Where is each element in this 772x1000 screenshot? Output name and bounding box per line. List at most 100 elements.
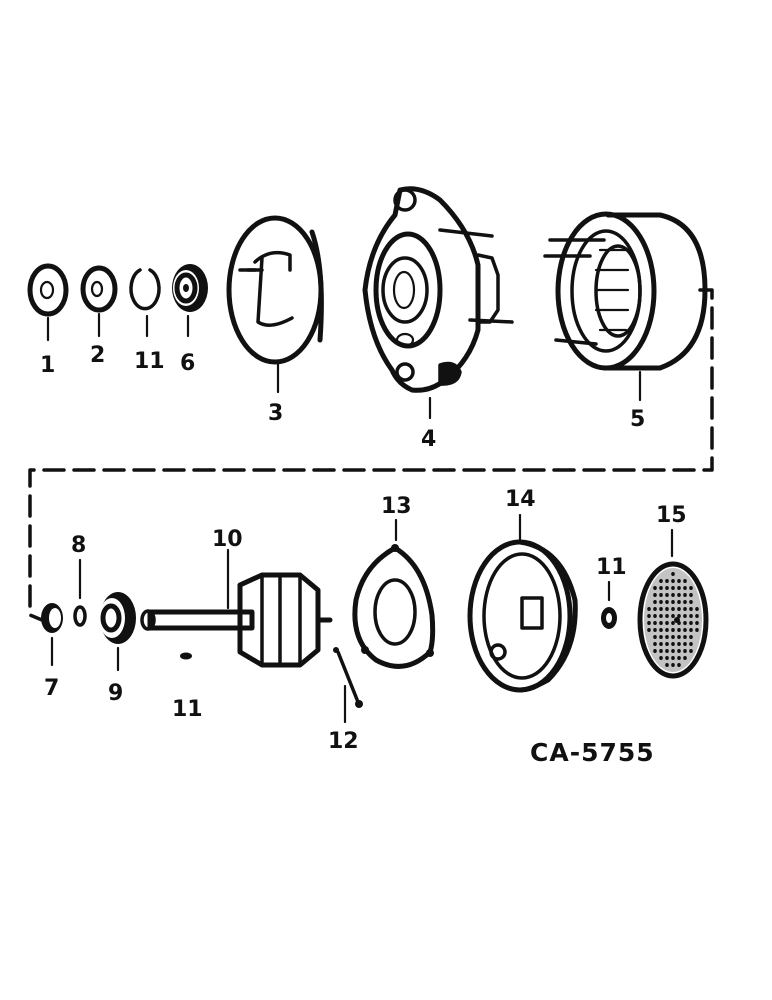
screen-hole [683,614,687,618]
screen-hole [683,642,687,646]
screen-hole [659,642,663,646]
part-11-snap-ring [129,268,161,338]
screen-hole [671,663,675,667]
screen-hole [689,628,693,632]
part-12-through-bolt [333,647,363,724]
screen-hole [671,600,675,604]
screen-hole [689,649,693,653]
screen-hole [677,614,681,618]
callout-13: 13 [381,494,412,519]
screen-hole [683,600,687,604]
callout-9: 9 [108,681,123,706]
screen-hole [671,635,675,639]
screen-hole [665,663,669,667]
screen-hole [665,614,669,618]
screen-hole [659,635,663,639]
callout-6: 6 [180,351,195,376]
callout-10: 10 [212,527,243,552]
screen-hole [683,628,687,632]
part-5-frame-field-assembly [543,211,708,402]
screen-hole [659,579,663,583]
screen-hole [677,656,681,660]
screen-hole [695,607,699,611]
screen-hole [653,600,657,604]
part-2-collar [80,265,118,338]
part-14-end-cover [467,513,578,693]
screen-hole [689,642,693,646]
callout-3: 3 [268,401,283,426]
screen-hole [677,635,681,639]
screen-hole [665,621,669,625]
screen-hole [647,607,651,611]
part-4-drive-housing [362,186,514,420]
assembly-path-dashed-line [28,288,714,622]
screen-hole [677,586,681,590]
screen-hole [677,579,681,583]
callout-2: 2 [90,343,105,368]
screen-hole [677,607,681,611]
screen-hole [653,642,657,646]
screen-hole [665,600,669,604]
screen-hole [683,607,687,611]
part-9-bearing [99,592,136,672]
screen-hole [653,649,657,653]
screen-hole [659,607,663,611]
screen-hole [695,621,699,625]
screen-hole [677,663,681,667]
part-1-washer [27,263,69,342]
callout-4: 4 [421,427,436,452]
screen-hole [671,621,675,625]
screen-hole [695,628,699,632]
screen-hole [677,593,681,597]
part-10-armature-shaft [140,548,333,668]
screen-hole [665,579,669,583]
part-7-bushing [41,603,63,667]
screen-hole [653,614,657,618]
screen-hole [671,593,675,597]
screen-hole [665,642,669,646]
screen-hole [695,614,699,618]
screen-hole [665,628,669,632]
part-8-ring [73,558,87,627]
part-3-plate [226,215,324,394]
screen-hole [683,649,687,653]
screen-hole [671,586,675,590]
screen-hole [689,614,693,618]
screen-hole [665,586,669,590]
screen-hole [665,656,669,660]
screen-hole [677,600,681,604]
screen-hole [677,628,681,632]
screen-hole [665,649,669,653]
part-11-key-lower [180,652,192,660]
screen-hole [683,621,687,625]
callout-11-snap-ring: 11 [134,349,165,374]
screen-hole [689,600,693,604]
callout-15: 15 [656,503,687,528]
screen-hole [677,649,681,653]
screen-hole [647,621,651,625]
screen-hole [671,614,675,618]
screen-hole [659,593,663,597]
screen-hole [689,621,693,625]
screen-hole [671,656,675,660]
callout-7: 7 [44,676,59,701]
screen-hole [659,621,663,625]
screen-hole [683,656,687,660]
callout-labels: 1 2 11 6 3 4 5 8 10 13 14 11 15 7 9 11 1… [40,343,687,767]
screen-hole [653,635,657,639]
screen-hole [683,593,687,597]
screen-hole [683,579,687,583]
callout-8: 8 [71,533,86,558]
screen-hole [659,649,663,653]
part-6-bearing [172,264,208,338]
part-11-plug-right [601,580,617,629]
screen-hole [665,593,669,597]
screen-hole [659,628,663,632]
screen-hole [653,628,657,632]
screen-hole [653,621,657,625]
screen-hole [671,572,675,576]
callout-11-key: 11 [172,697,203,722]
screen-hole [647,628,651,632]
screen-hole [659,586,663,590]
